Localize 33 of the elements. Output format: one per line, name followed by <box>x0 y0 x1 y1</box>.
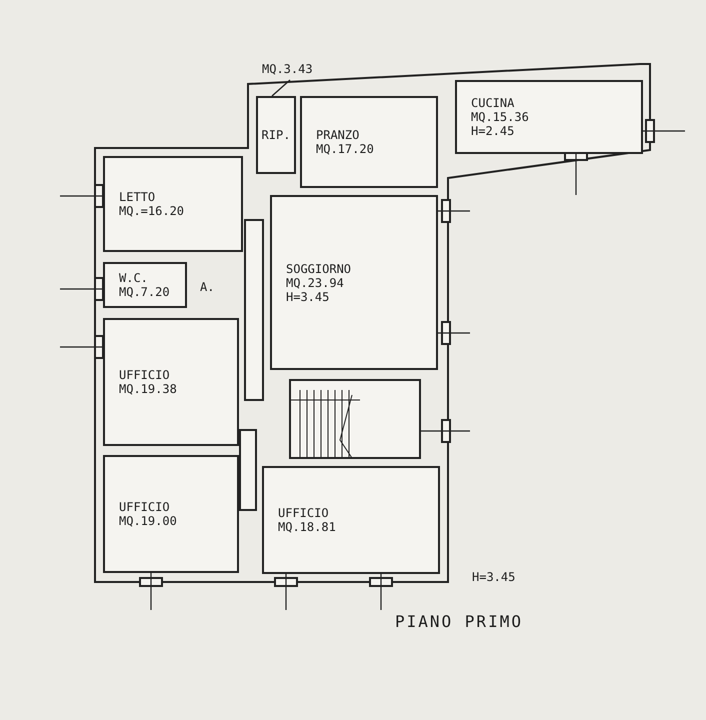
room-name: UFFICIO <box>119 500 170 514</box>
room-area <box>103 455 239 573</box>
corridor-label: A. <box>200 280 214 294</box>
area-label: MQ.19.38 <box>119 382 177 396</box>
room-name: RIP. <box>262 128 290 142</box>
room-name: W.C. <box>119 271 148 285</box>
area-label: MQ.3.43 <box>262 62 313 76</box>
area-label: MQ.15.36 <box>471 110 529 124</box>
plan-title: PIANO PRIMO <box>395 612 523 631</box>
room-area <box>103 156 243 252</box>
room-area <box>300 96 438 188</box>
room-name: SOGGIORNO <box>286 262 352 276</box>
room-name: UFFICIO <box>119 368 170 382</box>
area-label: MQ.7.20 <box>119 285 170 299</box>
room-name: LETTO <box>119 190 156 204</box>
room-area <box>256 96 296 174</box>
room-area <box>103 318 239 446</box>
area-label: MQ.17.20 <box>316 142 374 156</box>
area-label: MQ.=16.20 <box>119 204 184 218</box>
room-name: PRANZO <box>316 128 360 142</box>
area-label: MQ.19.00 <box>119 514 177 528</box>
room-area <box>270 195 438 370</box>
room-name: CUCINA <box>471 96 514 110</box>
height-label: H=3.45 <box>286 290 330 304</box>
height-label: H=2.45 <box>471 124 514 138</box>
room-area <box>262 466 440 574</box>
area-label: MQ.23.94 <box>286 276 344 290</box>
leader-line <box>272 80 290 96</box>
room-area <box>103 262 187 308</box>
room-area <box>455 80 643 154</box>
area-label: MQ.18.81 <box>278 520 336 534</box>
height-label: H=3.45 <box>472 570 516 584</box>
room-name: UFFICIO <box>278 506 329 520</box>
